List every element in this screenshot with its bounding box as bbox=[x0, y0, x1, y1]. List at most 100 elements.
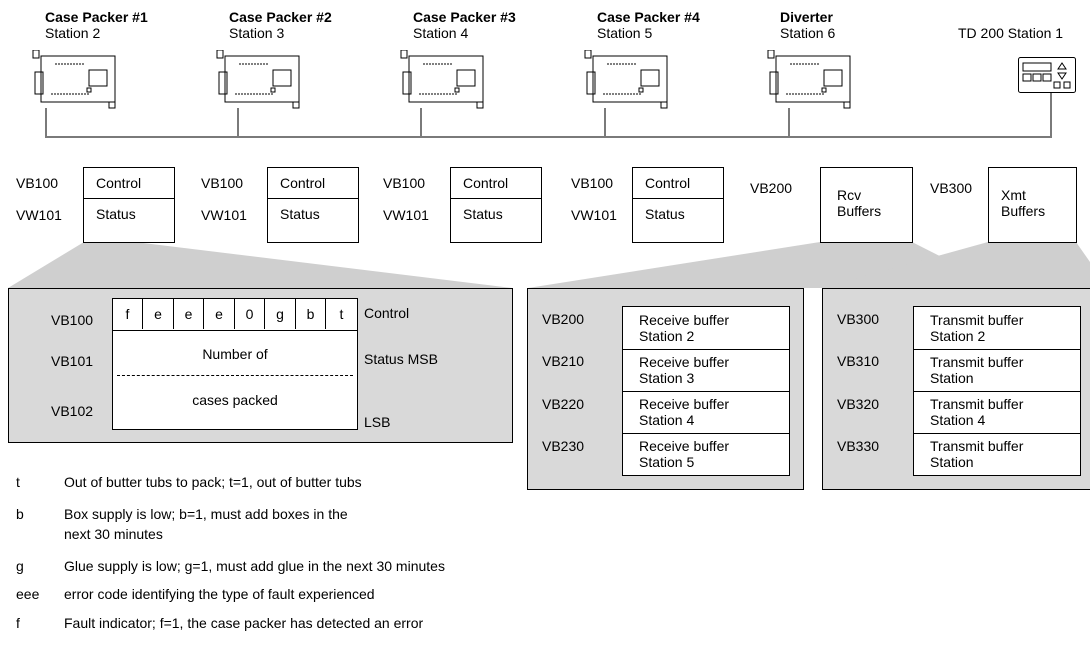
status-label: Status bbox=[463, 206, 503, 222]
buffer-station: Station bbox=[930, 370, 974, 386]
legend-key: t bbox=[16, 474, 20, 490]
addr-label: VB230 bbox=[542, 438, 585, 454]
station-title: Case Packer #2 bbox=[229, 9, 332, 25]
plc-icon bbox=[766, 50, 858, 110]
bit-cell: e bbox=[174, 299, 204, 329]
network-drop bbox=[420, 108, 422, 137]
buffer-row: Receive buffer Station 2 bbox=[623, 307, 789, 350]
control-label: Control bbox=[645, 175, 691, 191]
td200-panel-icon bbox=[1018, 57, 1076, 96]
addr-label: VW101 bbox=[16, 207, 62, 223]
plc-icon bbox=[583, 50, 675, 110]
legend-key: g bbox=[16, 558, 24, 574]
legend-text: Fault indicator; f=1, the case packer ha… bbox=[64, 615, 424, 631]
receive-buffer-stack: Receive buffer Station 2 Receive buffer … bbox=[622, 306, 790, 476]
station-title: Case Packer #3 bbox=[413, 9, 516, 25]
rcv-buffers-block: Rcv Buffers bbox=[820, 167, 913, 243]
addr-label: VB100 bbox=[571, 175, 614, 191]
control-label: Control bbox=[280, 175, 326, 191]
buffer-station: Station 4 bbox=[930, 412, 986, 428]
plc-icon bbox=[31, 50, 123, 110]
buffer-station: Station 2 bbox=[930, 328, 986, 344]
status-label: Status bbox=[96, 206, 136, 222]
bit-cell: g bbox=[265, 299, 296, 329]
plc-icon bbox=[399, 50, 491, 110]
addr-label: VB300 bbox=[837, 311, 880, 327]
buffer-station: Station bbox=[930, 454, 974, 470]
station-title: Case Packer #1 bbox=[45, 9, 148, 25]
control-label: Control bbox=[96, 175, 142, 191]
addr-label: VB100 bbox=[51, 312, 94, 328]
buffer-station: Station 4 bbox=[639, 412, 695, 428]
number-of-label: Number of bbox=[202, 346, 268, 362]
buffer-station: Station 5 bbox=[639, 454, 695, 470]
network-drop bbox=[1050, 93, 1052, 137]
addr-label: VB220 bbox=[542, 396, 585, 412]
status-label: Status bbox=[645, 206, 685, 222]
addr-label: VB330 bbox=[837, 438, 880, 454]
legend-text: Glue supply is low; g=1, must add glue i… bbox=[64, 558, 445, 574]
legend-text: error code identifying the type of fault… bbox=[64, 586, 375, 602]
transmit-buffer-stack: Transmit buffer Station 2 Transmit buffe… bbox=[913, 306, 1081, 476]
station-subtitle: Station 5 bbox=[597, 25, 653, 41]
buffer-row: Receive buffer Station 4 bbox=[623, 391, 789, 434]
station-subtitle: Station 2 bbox=[45, 25, 101, 41]
legend-text-continued: next 30 minutes bbox=[64, 526, 163, 542]
bit-cell: e bbox=[143, 299, 174, 329]
legend-text: Box supply is low; b=1, must add boxes i… bbox=[64, 506, 348, 522]
byte-divider bbox=[117, 375, 353, 376]
network-drop bbox=[237, 108, 239, 137]
buffer-label: Transmit buffer bbox=[930, 354, 1024, 370]
status-msb-label: Status MSB bbox=[364, 351, 438, 367]
transmit-buffers-panel: VB300 VB310 VB320 VB330 Transmit buffer … bbox=[822, 288, 1090, 490]
receive-buffers-panel: VB200 VB210 VB220 VB230 Receive buffer S… bbox=[527, 288, 804, 490]
station-subtitle: Station 3 bbox=[229, 25, 285, 41]
cases-packed-label: cases packed bbox=[192, 392, 278, 408]
bit-cell: t bbox=[339, 306, 344, 322]
addr-label: VB101 bbox=[51, 353, 94, 369]
buffers-label: Buffers bbox=[837, 203, 882, 219]
buffer-row: Transmit buffer Station bbox=[914, 349, 1080, 392]
buffer-label: Transmit buffer bbox=[930, 312, 1024, 328]
network-drop bbox=[45, 108, 47, 137]
bit-cell: e bbox=[204, 299, 235, 329]
xmt-buffers-block: Xmt Buffers bbox=[988, 167, 1077, 243]
network-drop bbox=[788, 108, 790, 137]
addr-label: VB320 bbox=[837, 396, 880, 412]
legend-key: f bbox=[16, 615, 20, 631]
addr-label: VB100 bbox=[201, 175, 244, 191]
addr-label: VB100 bbox=[383, 175, 426, 191]
plc-icon bbox=[215, 50, 307, 110]
memory-block: Control Status bbox=[267, 167, 359, 243]
addr-label: VB200 bbox=[750, 180, 793, 196]
buffers-label: Buffers bbox=[1001, 203, 1046, 219]
buffer-label: Transmit buffer bbox=[930, 438, 1024, 454]
legend-key: b bbox=[16, 506, 24, 522]
buffer-row: Transmit buffer Station 4 bbox=[914, 391, 1080, 434]
memory-block: Control Status bbox=[83, 167, 175, 243]
buffer-label: Receive buffer bbox=[639, 396, 730, 412]
bit-cell: f bbox=[113, 299, 143, 329]
status-label: Status bbox=[280, 206, 320, 222]
buffer-row: Receive buffer Station 3 bbox=[623, 349, 789, 392]
rcv-label: Rcv bbox=[837, 187, 862, 203]
addr-label: VB300 bbox=[930, 180, 973, 196]
station-title: Case Packer #4 bbox=[597, 9, 700, 25]
addr-label: VB210 bbox=[542, 353, 585, 369]
buffer-label: Receive buffer bbox=[639, 438, 730, 454]
td200-label: TD 200 Station 1 bbox=[958, 25, 1064, 41]
control-byte-row: f e e e 0 g b t bbox=[113, 299, 357, 331]
network-drop bbox=[604, 108, 606, 137]
buffer-label: Receive buffer bbox=[639, 354, 730, 370]
memory-block: Control Status bbox=[632, 167, 724, 243]
buffer-station: Station 2 bbox=[639, 328, 695, 344]
station-subtitle: Station 6 bbox=[780, 25, 836, 41]
network-bus bbox=[45, 136, 1052, 138]
buffer-label: Receive buffer bbox=[639, 312, 730, 328]
station-subtitle: Station 4 bbox=[413, 25, 469, 41]
status-word-box: f e e e 0 g b t Number of cases packed bbox=[112, 298, 358, 430]
legend-text: Out of butter tubs to pack; t=1, out of … bbox=[64, 474, 362, 490]
addr-label: VB102 bbox=[51, 403, 94, 419]
lsb-label: LSB bbox=[364, 414, 391, 430]
